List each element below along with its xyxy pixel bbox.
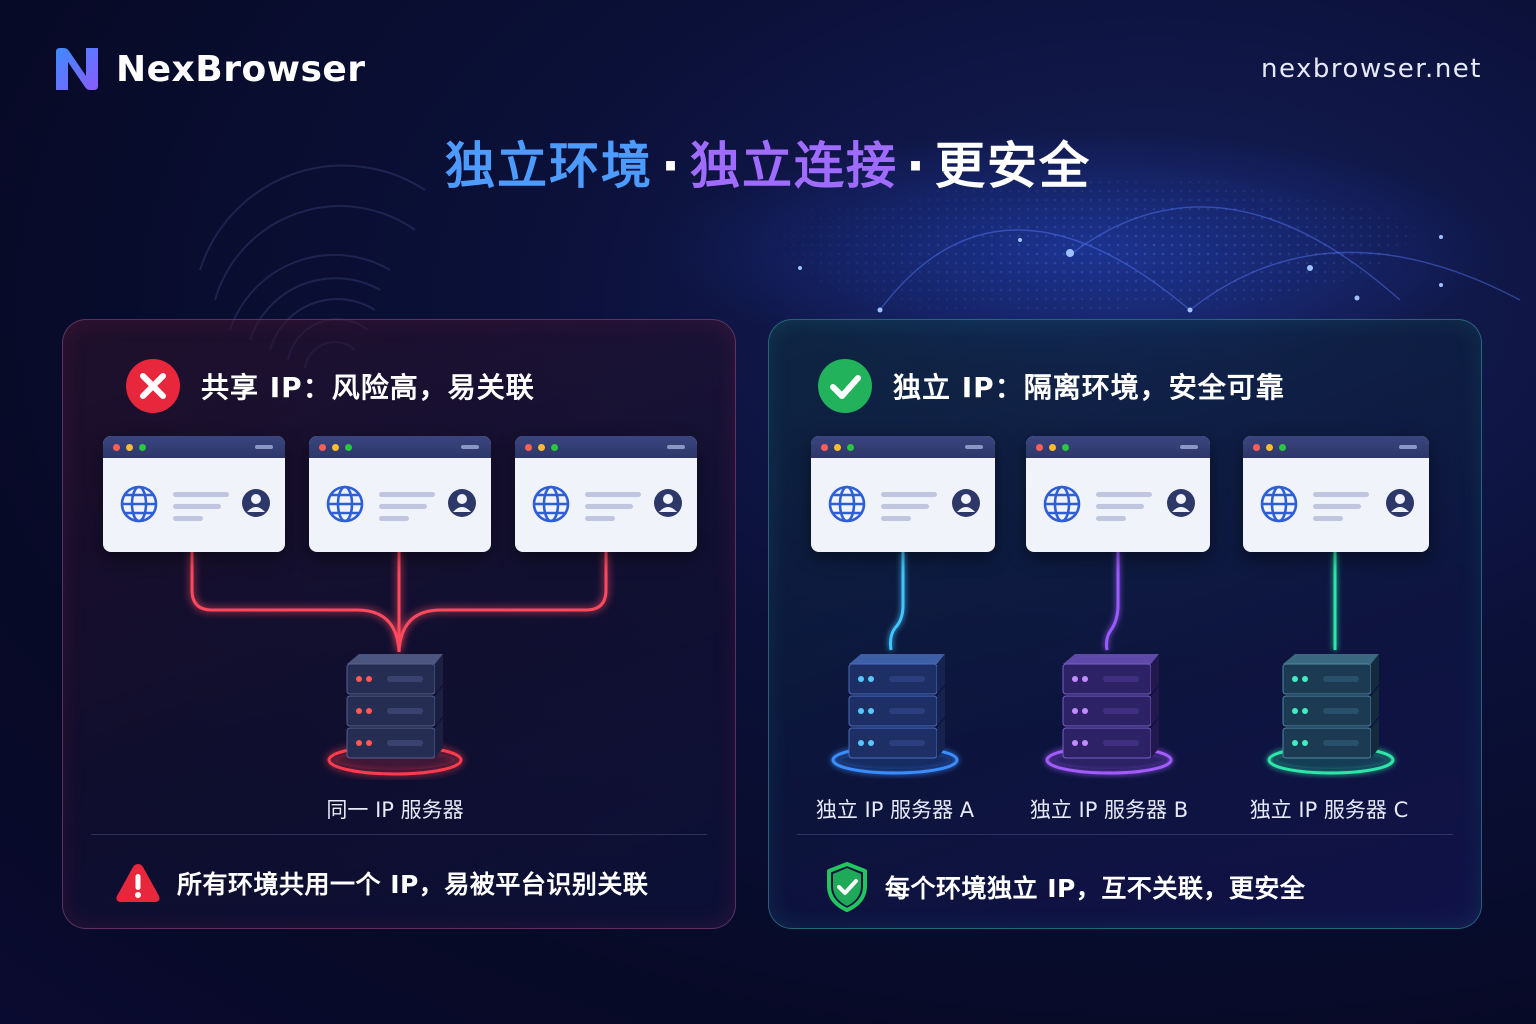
headline-part-1: 独立环境 bbox=[445, 137, 653, 195]
world-map bbox=[760, 176, 1420, 317]
user-avatar-icon bbox=[448, 489, 476, 517]
shared-connection-lines bbox=[190, 552, 608, 776]
server-c-label: 独立 IP 服务器 C bbox=[1249, 798, 1409, 822]
brand-name: NexBrowser bbox=[116, 48, 366, 90]
browser-window-3[interactable] bbox=[515, 436, 697, 552]
headline: 独立环境·独立连接·更安全 bbox=[0, 126, 1536, 198]
user-avatar-icon bbox=[1167, 489, 1195, 517]
browser-window-b[interactable] bbox=[1026, 436, 1210, 552]
shared-server-icon bbox=[346, 654, 443, 759]
x-circle-icon bbox=[126, 359, 180, 413]
globe-icon bbox=[326, 485, 364, 523]
user-avatar-icon bbox=[242, 489, 270, 517]
globe-icon bbox=[532, 485, 570, 523]
server-a-label: 独立 IP 服务器 A bbox=[815, 798, 975, 822]
headline-part-3: 更安全 bbox=[935, 137, 1091, 195]
panel-divider bbox=[91, 834, 707, 835]
browser-window-a[interactable] bbox=[811, 436, 995, 552]
shield-check-icon bbox=[827, 862, 867, 912]
server-b-label: 独立 IP 服务器 B bbox=[1029, 798, 1189, 822]
globe-icon bbox=[120, 485, 158, 523]
panel-divider bbox=[797, 834, 1453, 835]
dedicated-ip-panel: 独立 IP：隔离环境，安全可靠 bbox=[768, 319, 1482, 929]
dedicated-ip-header: 独立 IP：隔离环境，安全可靠 bbox=[817, 358, 1285, 414]
headline-separator: · bbox=[906, 137, 927, 195]
shared-server-label: 同一 IP 服务器 bbox=[326, 798, 464, 822]
headline-part-2: 独立连接 bbox=[690, 137, 898, 195]
check-circle-icon bbox=[818, 359, 872, 413]
headline-separator: · bbox=[661, 137, 682, 195]
browser-window-2[interactable] bbox=[309, 436, 491, 552]
server-b-icon bbox=[1062, 654, 1159, 759]
site-url[interactable]: nexbrowser.net bbox=[1261, 54, 1482, 84]
globe-icon bbox=[828, 485, 866, 523]
shared-ip-footer: 所有环境共用一个 IP，易被平台识别关联 bbox=[115, 862, 648, 904]
shared-ip-panel: 共享 IP：风险高，易关联 bbox=[62, 319, 736, 929]
shared-ip-footer-text: 所有环境共用一个 IP，易被平台识别关联 bbox=[177, 870, 649, 899]
globe-icon bbox=[1260, 485, 1298, 523]
brand-logo[interactable]: NexBrowser bbox=[52, 44, 366, 94]
globe-icon bbox=[1043, 485, 1081, 523]
browser-window-c[interactable] bbox=[1243, 436, 1429, 552]
shared-ip-header: 共享 IP：风险高，易关联 bbox=[125, 358, 535, 414]
dedicated-ip-footer-text: 每个环境独立 IP，互不关联，更安全 bbox=[885, 874, 1306, 903]
dedicated-connection-lines bbox=[831, 552, 1395, 775]
user-avatar-icon bbox=[654, 489, 682, 517]
user-avatar-icon bbox=[952, 489, 980, 517]
dedicated-ip-footer: 每个环境独立 IP，互不关联，更安全 bbox=[825, 862, 1305, 912]
server-c-icon bbox=[1282, 654, 1379, 759]
n-logo-icon bbox=[56, 48, 98, 90]
dedicated-ip-title: 独立 IP：隔离环境，安全可靠 bbox=[893, 371, 1285, 404]
warning-triangle-icon bbox=[116, 864, 160, 902]
user-avatar-icon bbox=[1386, 489, 1414, 517]
server-a-icon bbox=[848, 654, 945, 759]
shared-ip-title: 共享 IP：风险高，易关联 bbox=[201, 371, 535, 404]
browser-window-1[interactable] bbox=[103, 436, 285, 552]
